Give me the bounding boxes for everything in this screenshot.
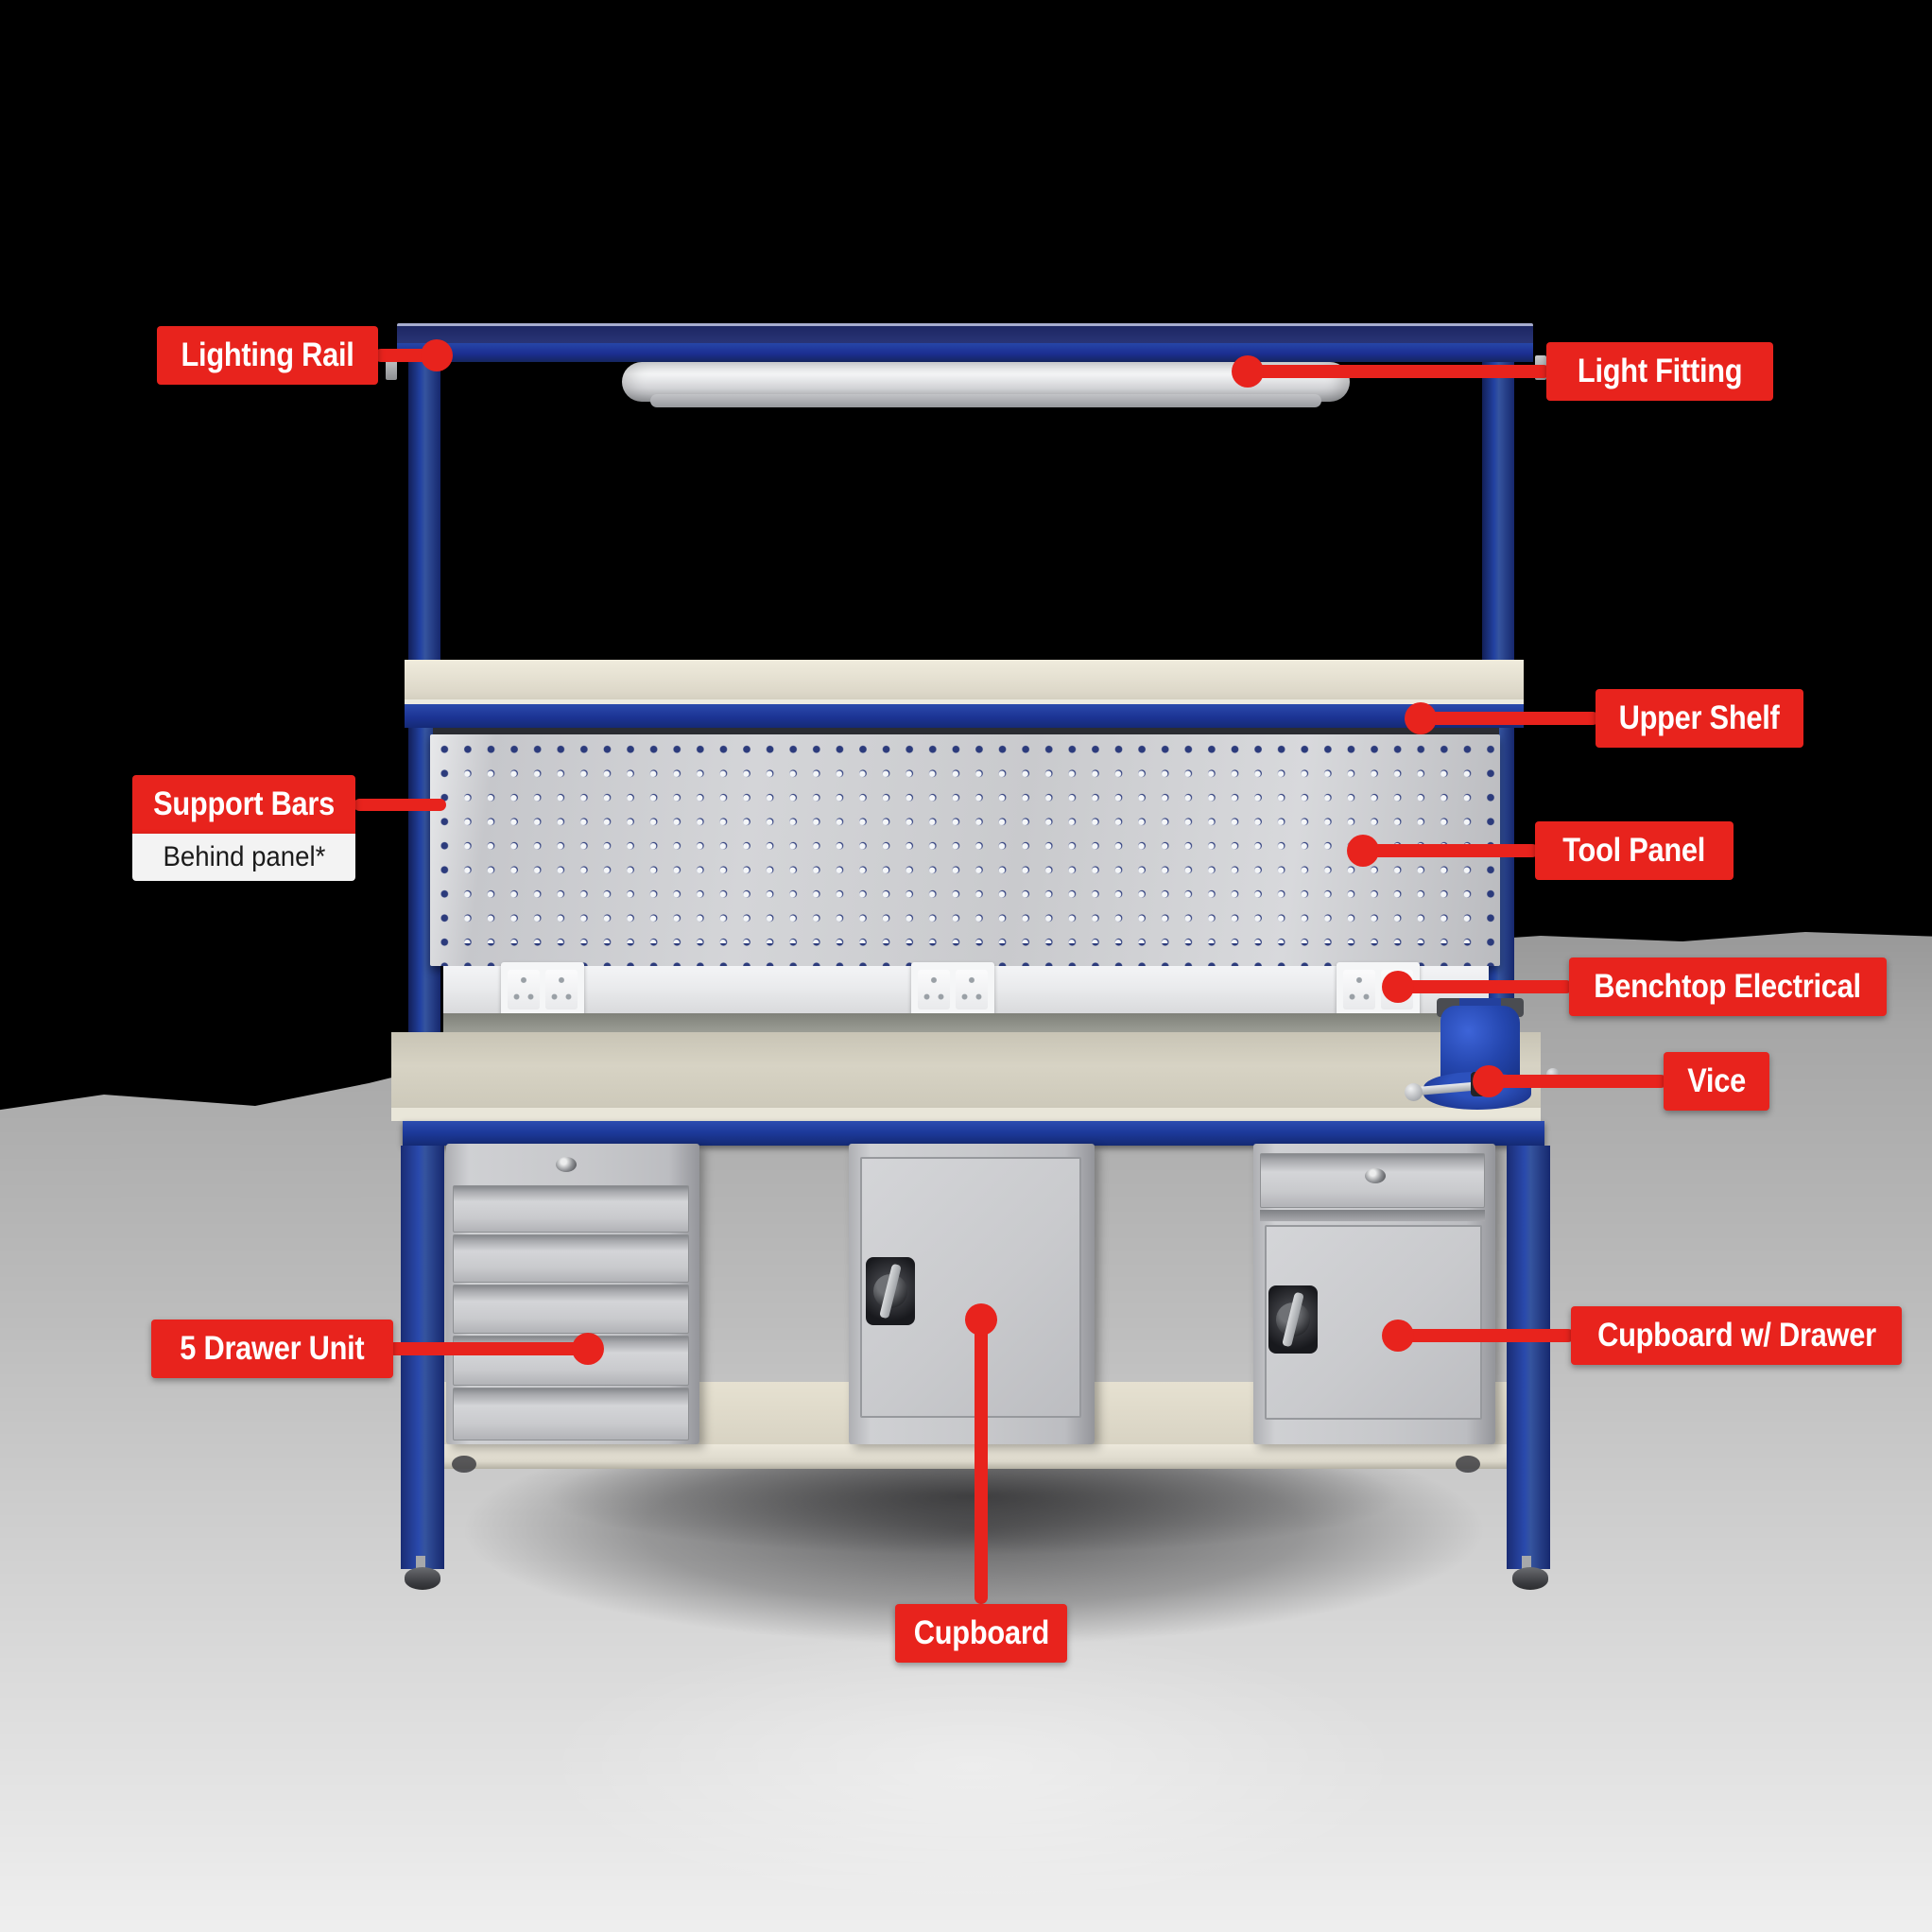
label-cupboard-w-drawer-text: Cupboard w/ Drawer bbox=[1596, 1317, 1876, 1354]
adjustable-foot-left bbox=[405, 1567, 440, 1590]
label-drawer-unit-text: 5 Drawer Unit bbox=[180, 1330, 365, 1367]
label-support-bars: Support Bars bbox=[132, 775, 355, 834]
label-support-bars-text: Support Bars bbox=[153, 785, 335, 822]
leader-cupboard-w-drawer bbox=[1396, 1329, 1575, 1342]
power-socket bbox=[508, 970, 540, 1009]
label-vice: Vice bbox=[1664, 1052, 1769, 1111]
lighting-rail-highlight bbox=[397, 323, 1533, 327]
label-lighting-rail: Lighting Rail bbox=[157, 326, 378, 385]
keyhole bbox=[556, 1157, 577, 1172]
rear-foot-left bbox=[452, 1456, 476, 1473]
leader-dot-vice bbox=[1473, 1065, 1505, 1097]
label-upper-shelf: Upper Shelf bbox=[1596, 689, 1803, 748]
keyhole bbox=[1365, 1168, 1386, 1183]
label-light-fitting-text: Light Fitting bbox=[1577, 353, 1743, 389]
shelf-panel-seam bbox=[433, 728, 1499, 735]
label-upper-shelf-text: Upper Shelf bbox=[1619, 699, 1780, 736]
leader-drawer-unit bbox=[388, 1342, 590, 1355]
benchtop-apron bbox=[403, 1121, 1544, 1146]
foot-stem-right bbox=[1522, 1556, 1531, 1573]
drawer bbox=[453, 1388, 689, 1440]
upper-shelf-edge bbox=[405, 699, 1524, 704]
light-fitting-diffuser bbox=[650, 394, 1321, 407]
label-support-bars-note-text: Behind panel* bbox=[163, 841, 325, 872]
rear-foot-right bbox=[1456, 1456, 1480, 1473]
under-bench-shadow bbox=[425, 1454, 1522, 1596]
leader-dot-drawer-unit bbox=[572, 1333, 604, 1365]
drawer bbox=[453, 1285, 689, 1334]
adjustable-foot-right bbox=[1512, 1567, 1548, 1590]
cupboard-lock bbox=[866, 1257, 915, 1325]
lighting-rail-top bbox=[397, 326, 1533, 344]
label-cupboard-text: Cupboard bbox=[913, 1614, 1049, 1651]
leader-support-bars bbox=[354, 799, 446, 811]
cupboard-lock bbox=[1268, 1285, 1318, 1354]
leader-light-fitting bbox=[1246, 365, 1550, 378]
benchtop-front-edge bbox=[391, 1108, 1541, 1121]
tool-panel-perforations bbox=[453, 759, 1477, 943]
upper-shelf-surface bbox=[405, 660, 1524, 699]
strip-shadow bbox=[443, 1013, 1489, 1032]
lighting-rail bbox=[397, 343, 1533, 362]
benchtop-surface bbox=[391, 1032, 1541, 1108]
label-drawer-unit: 5 Drawer Unit bbox=[151, 1320, 393, 1378]
leader-dot-cupboard bbox=[965, 1303, 997, 1336]
upper-shelf-front-band bbox=[405, 704, 1524, 728]
label-lighting-rail-text: Lighting Rail bbox=[181, 336, 354, 373]
leader-dot-cupboard-w-drawer bbox=[1382, 1320, 1414, 1352]
bench-leg-left bbox=[401, 1146, 444, 1569]
drawer-groove bbox=[1260, 1210, 1485, 1221]
label-tool-panel-text: Tool Panel bbox=[1562, 832, 1706, 869]
tool-panel bbox=[430, 734, 1500, 966]
leader-dot-light-fitting bbox=[1232, 355, 1264, 388]
label-cupboard-w-drawer: Cupboard w/ Drawer bbox=[1571, 1306, 1902, 1365]
power-socket-plate-center bbox=[911, 962, 994, 1017]
cupboard-unit bbox=[849, 1144, 1095, 1444]
power-socket bbox=[545, 970, 578, 1009]
leader-dot-upper-shelf bbox=[1405, 702, 1437, 734]
leader-dot-tool-panel bbox=[1347, 835, 1379, 867]
label-benchtop-electrical-text: Benchtop Electrical bbox=[1594, 968, 1862, 1005]
power-socket bbox=[956, 970, 988, 1009]
label-vice-text: Vice bbox=[1687, 1062, 1746, 1099]
leader-dot-lighting-rail bbox=[421, 339, 453, 371]
cupboard-with-drawer-unit bbox=[1253, 1144, 1495, 1444]
power-socket bbox=[1343, 970, 1375, 1009]
label-light-fitting: Light Fitting bbox=[1546, 342, 1773, 401]
label-benchtop-electrical: Benchtop Electrical bbox=[1569, 957, 1887, 1016]
leader-benchtop-electrical bbox=[1396, 980, 1573, 993]
label-cupboard: Cupboard bbox=[895, 1604, 1067, 1663]
power-socket bbox=[918, 970, 950, 1009]
leader-upper-shelf bbox=[1419, 712, 1599, 725]
foot-stem-left bbox=[416, 1556, 425, 1573]
leader-tool-panel bbox=[1361, 844, 1539, 857]
leader-vice bbox=[1487, 1075, 1667, 1088]
bench-leg-right bbox=[1507, 1146, 1550, 1569]
leader-cupboard bbox=[975, 1320, 988, 1604]
leader-dot-benchtop-electrical bbox=[1382, 971, 1414, 1003]
label-support-bars-note: Behind panel* bbox=[132, 834, 355, 881]
five-drawer-unit bbox=[446, 1144, 699, 1444]
vice-handle-ball bbox=[1405, 1083, 1423, 1101]
drawer bbox=[453, 1185, 689, 1233]
power-socket-plate-left bbox=[501, 962, 584, 1017]
label-tool-panel: Tool Panel bbox=[1535, 821, 1734, 880]
drawer bbox=[453, 1234, 689, 1283]
